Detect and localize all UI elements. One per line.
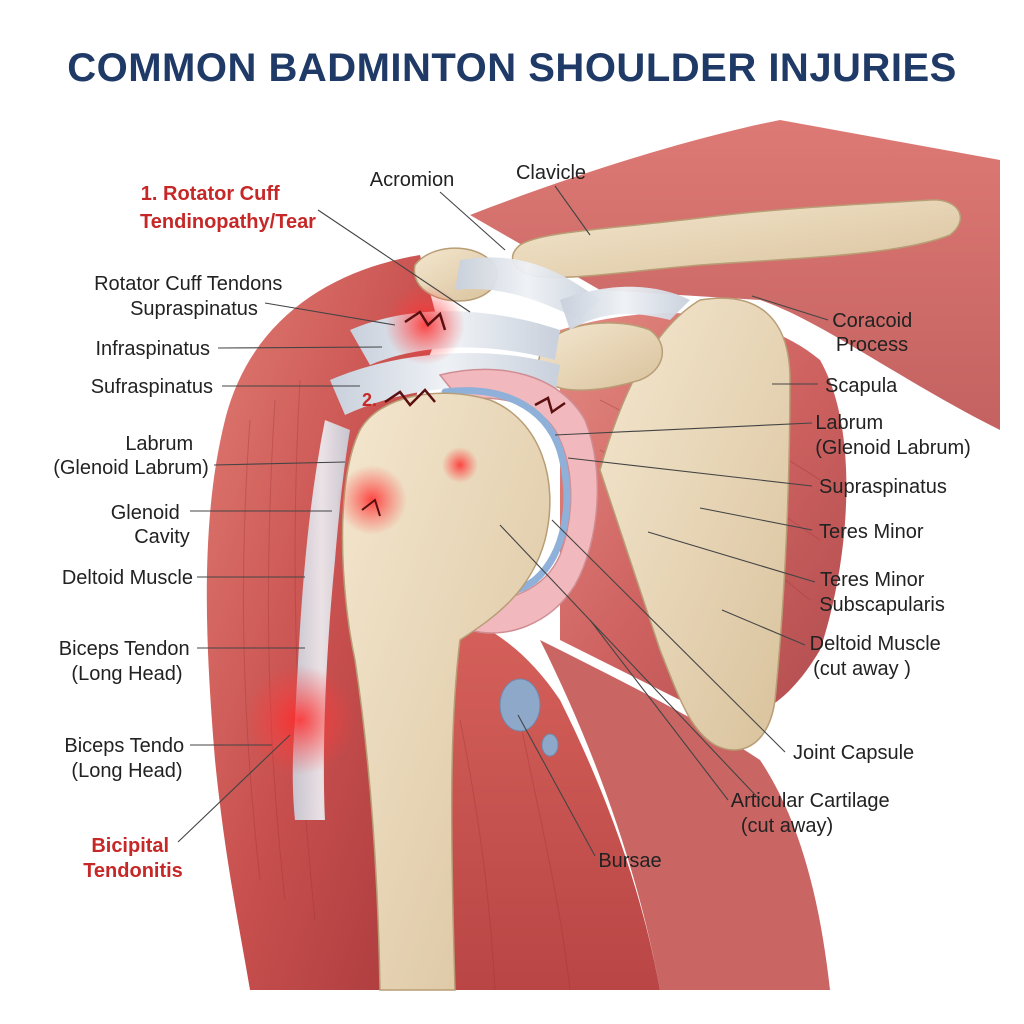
label-rotator-cuff-tendons: Rotator Cuff Tendons Supraspinatus: [94, 273, 288, 320]
inflammation-rotator-cuff: [385, 285, 465, 365]
label-coracoid-process: Coracoid Process: [832, 310, 918, 356]
inflammation-small: [442, 447, 478, 483]
arm-muscle: [400, 600, 660, 990]
inflammation-humeral-head: [337, 465, 407, 535]
label-scapula: Scapula: [825, 375, 898, 397]
injury-marker-2: 2.: [362, 390, 377, 410]
inflammation-biceps: [245, 665, 355, 775]
label-bursae: Bursae: [598, 850, 661, 872]
label-labrum-right: Labrum (Glenoid Labrum): [815, 412, 971, 459]
label-clavicle: Clavicle: [516, 162, 586, 184]
tear-mark-2: [384, 388, 436, 407]
label-supraspinatus-right: Supraspinatus: [819, 476, 947, 498]
leader-lines: [177, 185, 829, 857]
label-teres-minor: Teres Minor: [819, 521, 924, 543]
label-deltoid-muscle-cut: Deltoid Muscle (cut away ): [810, 633, 947, 680]
labels-right: Coracoid Process Scapula Labrum (Glenoid…: [598, 310, 971, 872]
label-joint-capsule: Joint Capsule: [793, 742, 914, 764]
labels-left: 1. Rotator Cuff Tendinopathy/Tear Rotato…: [53, 183, 316, 882]
humerus-bone: [341, 392, 551, 991]
labels-top: Acromion Clavicle: [370, 162, 586, 191]
label-sufraspinatus: Sufraspinatus: [91, 376, 213, 398]
chest-muscle: [540, 640, 830, 990]
rotator-cuff-band-mid: [330, 353, 560, 415]
trapezius-muscle: [470, 120, 1000, 430]
label-acromion: Acromion: [370, 169, 454, 191]
label-infraspinatus: Infraspinatus: [95, 338, 210, 360]
label-labrum-left: Labrum (Glenoid Labrum): [53, 433, 209, 479]
bursa-small: [541, 733, 559, 757]
bursa-large: [499, 678, 541, 732]
tear-mark-3: [534, 396, 566, 415]
label-bicipital-tendonitis: Bicipital Tendonitis: [83, 835, 183, 882]
label-biceps-tendo: Biceps Tendo (Long Head): [64, 735, 189, 782]
label-biceps-tendon: Biceps Tendon (Long Head): [59, 638, 195, 685]
label-teres-minor-subscapularis: Teres Minor Subscapularis: [819, 569, 945, 616]
label-rotator-cuff-tear: 1. Rotator Cuff Tendinopathy/Tear: [140, 183, 316, 233]
ligament-band-2: [560, 286, 690, 330]
tear-mark-1: [404, 310, 447, 331]
label-articular-cartilage: Articular Cartilage (cut away): [731, 790, 896, 837]
tear-mark-4: [361, 498, 381, 517]
label-deltoid-muscle-left: Deltoid Muscle: [62, 567, 193, 589]
label-glenoid-cavity: Glenoid Cavity: [111, 502, 190, 548]
page-title: COMMON BADMINTON SHOULDER INJURIES: [67, 46, 957, 90]
